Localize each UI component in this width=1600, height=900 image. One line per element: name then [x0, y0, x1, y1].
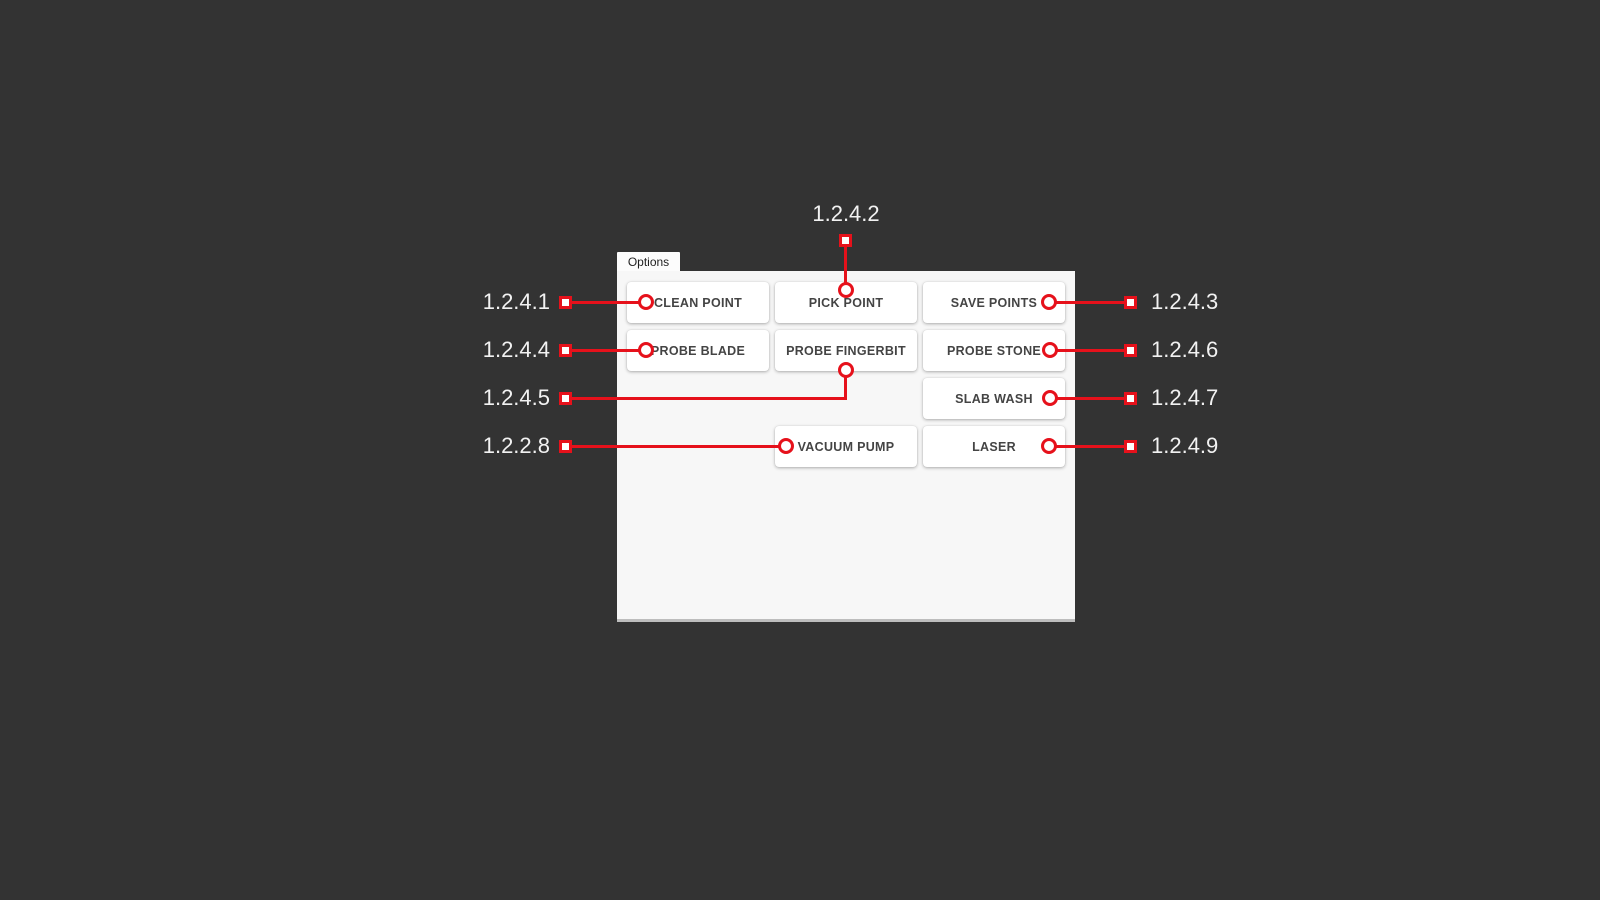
callout-1-2-4-9-square-marker — [1124, 440, 1137, 453]
callout-1-2-4-5-line-elbow — [844, 375, 847, 400]
callout-label-1-2-4-1: 1.2.4.1 — [482, 289, 550, 314]
callout-1-2-4-2-line — [844, 243, 847, 285]
callout-1-2-4-3-square-marker — [1124, 296, 1137, 309]
slab-wash-circle-marker — [1042, 390, 1058, 406]
pick-point-circle-marker — [838, 282, 854, 298]
callout-1-2-4-6-square-marker — [1124, 344, 1137, 357]
probe-blade-circle-marker — [638, 342, 654, 358]
callout-1-2-4-2-square-marker — [839, 234, 852, 247]
tab-options[interactable]: Options — [617, 252, 680, 271]
callout-label-1-2-4-7: 1.2.4.7 — [1151, 385, 1219, 410]
clean-point-circle-marker — [638, 294, 654, 310]
callout-1-2-4-5-line — [568, 397, 847, 400]
callout-1-2-4-7-square-marker — [1124, 392, 1137, 405]
callout-1-2-4-9-line — [1053, 445, 1127, 448]
callout-1-2-4-7-line — [1054, 397, 1127, 400]
callout-1-2-4-4-line — [568, 349, 642, 352]
callout-1-2-2-8-line — [568, 445, 782, 448]
callout-label-1-2-4-9: 1.2.4.9 — [1151, 433, 1219, 458]
vacuum-pump-button[interactable]: VACUUM PUMP — [775, 426, 917, 467]
callout-label-1-2-4-4: 1.2.4.4 — [482, 337, 550, 362]
callout-1-2-4-1-square-marker — [559, 296, 572, 309]
slab-wash-button[interactable]: SLAB WASH — [923, 378, 1065, 419]
callout-label-1-2-4-6: 1.2.4.6 — [1151, 337, 1219, 362]
save-points-circle-marker — [1041, 294, 1057, 310]
callout-1-2-4-5-square-marker — [559, 392, 572, 405]
laser-circle-marker — [1041, 438, 1057, 454]
callout-label-1-2-2-8: 1.2.2.8 — [482, 433, 550, 458]
callout-1-2-2-8-square-marker — [559, 440, 572, 453]
callout-label-1-2-4-3: 1.2.4.3 — [1151, 289, 1219, 314]
save-points-button[interactable]: SAVE POINTS — [923, 282, 1065, 323]
probe-stone-circle-marker — [1042, 342, 1058, 358]
callout-1-2-4-6-line — [1054, 349, 1127, 352]
vacuum-pump-circle-marker — [778, 438, 794, 454]
callout-label-1-2-4-2: 1.2.4.2 — [812, 201, 880, 226]
probe-stone-button[interactable]: PROBE STONE — [923, 330, 1065, 371]
callout-1-2-4-3-line — [1053, 301, 1127, 304]
callout-1-2-4-1-line — [568, 301, 642, 304]
clean-point-button[interactable]: CLEAN POINT — [627, 282, 769, 323]
callout-1-2-4-4-square-marker — [559, 344, 572, 357]
callout-label-1-2-4-5: 1.2.4.5 — [482, 385, 550, 410]
probe-fingerbit-circle-marker — [838, 362, 854, 378]
